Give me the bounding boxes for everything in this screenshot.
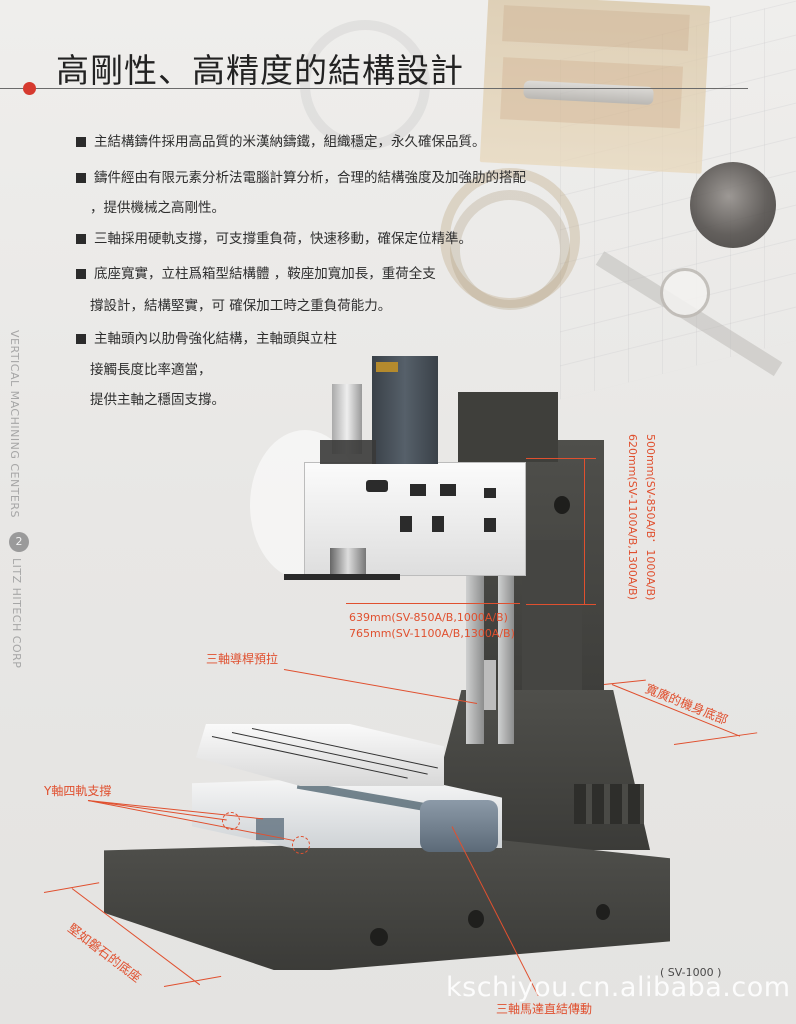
bullet-square-icon bbox=[76, 269, 86, 279]
feature-item-continuation: 撐設計，結構堅實，可 確保加工時之重負荷能力。 bbox=[90, 298, 392, 314]
z-travel-label-1: 500mm(SV-850A/B．1000A/B) bbox=[644, 434, 657, 601]
ballscrew bbox=[484, 660, 496, 710]
title-divider bbox=[0, 88, 748, 89]
feature-item: 底座寬實，立柱爲箱型結構體 ，鞍座加寬加長，重荷全支 bbox=[76, 262, 436, 282]
feature-item-continuation: 提供主軸之穩固支撐。 bbox=[90, 392, 225, 408]
x-travel-arrow bbox=[346, 603, 520, 604]
motor-drive-label: 三軸馬達直結傳動 bbox=[496, 1002, 593, 1016]
column-ribs bbox=[574, 784, 644, 824]
page-title: 高剛性、高精度的結構設計 bbox=[56, 51, 464, 90]
x-travel-label-2: 765mm(SV-1100A/B,1300A/B) bbox=[349, 627, 515, 640]
spindle-nose bbox=[330, 548, 366, 578]
ballscrew-label: 三軸導桿預拉 bbox=[206, 652, 279, 666]
page-number-badge: 2 bbox=[9, 532, 29, 552]
bullet-square-icon bbox=[76, 334, 86, 344]
spine-section-label: VERTICAL MACHINING CENTERS bbox=[8, 330, 21, 519]
feature-item: 主軸頭內以肋骨強化結構，主軸頭與立柱 bbox=[76, 327, 337, 347]
bearing-ring-image bbox=[450, 190, 570, 310]
bullet-square-icon bbox=[76, 137, 86, 147]
x-travel-label-1: 639mm(SV-850A/B,1000A/B) bbox=[349, 611, 508, 624]
watermark: kschiyou.cn.alibaba.com bbox=[446, 972, 791, 1003]
y-axis-support-label: Y軸四軌支撐 bbox=[44, 784, 112, 798]
spine-company-label: LITZ HITECH CORP bbox=[10, 558, 23, 669]
z-travel-label-2: 620mm(SV-1100A/B,1300A/B) bbox=[626, 434, 639, 600]
bullet-square-icon bbox=[76, 234, 86, 244]
dial-gauge-image bbox=[660, 268, 710, 318]
machine-base bbox=[104, 840, 670, 970]
red-dot-marker bbox=[23, 82, 36, 95]
feature-item: 鑄件經由有限元素分析法電腦計算分析，合理的結構強度及加強肋的搭配 bbox=[76, 166, 526, 186]
page-spine: VERTICAL MACHINING CENTERS bbox=[8, 330, 22, 690]
background-ring bbox=[300, 20, 430, 150]
z-motor-housing bbox=[458, 392, 558, 462]
feature-item: 主結構鑄件採用高品質的米漢納鑄鐵，組織穩定，永久確保品質。 bbox=[76, 130, 486, 150]
lens-image bbox=[690, 162, 776, 248]
model-caption: ( SV-1000 ) bbox=[660, 966, 722, 979]
feature-item: 三軸採用硬軌支撐，可支撐重負荷，快速移動，確保定位精準。 bbox=[76, 227, 472, 247]
servo-motor bbox=[420, 800, 498, 852]
column-hole bbox=[554, 496, 570, 514]
feature-item-continuation: ，提供機械之高剛性。 bbox=[90, 200, 225, 216]
spindle-motor bbox=[372, 356, 438, 464]
z-travel-arrow bbox=[584, 458, 585, 604]
feature-item-continuation: 接觸長度比率適當， bbox=[90, 362, 212, 378]
bullet-square-icon bbox=[76, 173, 86, 183]
